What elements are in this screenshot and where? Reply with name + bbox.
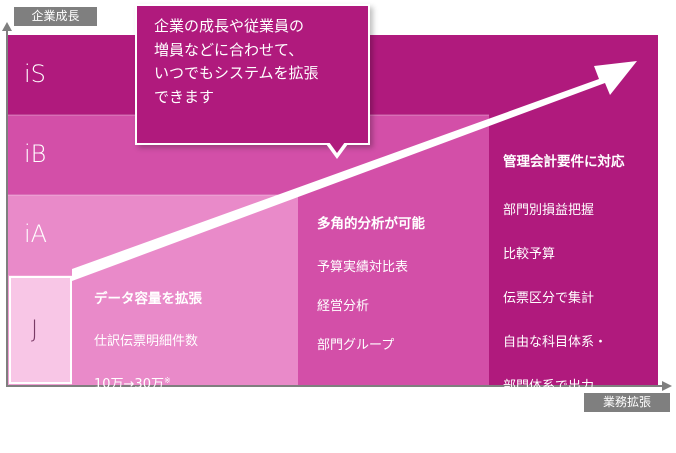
growth-diagram <box>2 22 672 391</box>
tier-label-ib: iB <box>24 140 47 168</box>
stage-3-heading: 管理会計要件に対応 <box>503 154 625 170</box>
stage-column-1 <box>72 275 298 385</box>
tier-label-j: J <box>31 315 39 343</box>
tier-label-ia: iA <box>24 220 48 248</box>
stage-2-text: 予算実績対比表 経営分析 部門グループ <box>317 259 409 353</box>
stage-2-heading: 多角的分析が可能 <box>317 216 425 232</box>
x-axis-arrowhead <box>662 381 672 391</box>
callout-box: 企業の成長や従業員の 増員などに合わせて、 いつでもシステムを拡張 できます <box>135 4 370 145</box>
x-axis-label: 業務拡張 <box>584 393 670 412</box>
tier-label-is: iS <box>24 60 46 88</box>
tier-j-box <box>9 276 72 384</box>
stage-1-text: 仕訳伝票明細件数 10万→30万※ ※さらに拡張可能 <box>94 333 199 431</box>
y-axis-label: 企業成長 <box>14 7 97 26</box>
y-axis-arrowhead <box>2 22 12 31</box>
stage-1-heading: データ容量を拡張 <box>94 291 202 307</box>
stage-column-3 <box>489 115 658 385</box>
growth-arrow <box>72 61 637 281</box>
stage-column-2 <box>298 195 489 385</box>
stage-3-text: 部門別損益把握 比較予算 伝票区分で集計 自由な科目体系・ 部門体系で出力 <box>503 203 608 394</box>
